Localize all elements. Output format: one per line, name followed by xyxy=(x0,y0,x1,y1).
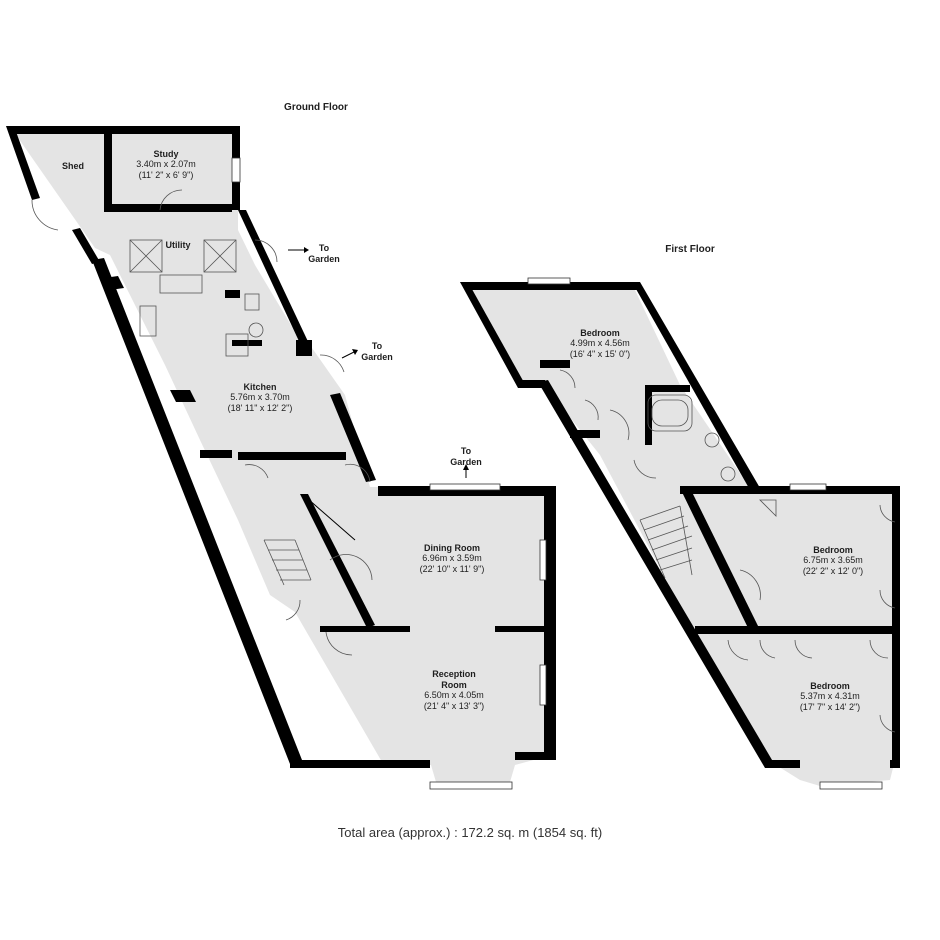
dining-dims-m: 6.96m x 3.59m xyxy=(422,553,482,563)
dining-label: Dining Room xyxy=(424,543,480,553)
bed2-dims-m: 6.75m x 3.65m xyxy=(803,555,863,565)
total-area: Total area (approx.) : 172.2 sq. m (1854… xyxy=(338,825,602,840)
first-outer-walls xyxy=(460,282,900,768)
kitchen-label: Kitchen xyxy=(243,382,276,392)
bed3-dims-ft: (17' 7" x 14' 2") xyxy=(800,702,860,712)
reception-dims-ft: (21' 4" x 13' 3") xyxy=(424,701,484,711)
ground-doors xyxy=(31,189,373,656)
study-dims-ft: (11' 2" x 6' 9") xyxy=(139,170,194,180)
bed3-label: Bedroom xyxy=(810,681,850,691)
skylight xyxy=(203,239,237,273)
ground-floor: Ground Floor Shed Study 3.40m x 2.07m (1… xyxy=(6,102,556,790)
bed1-window xyxy=(527,277,571,285)
study-label: Study xyxy=(153,149,178,159)
bed1-dims-m: 4.99m x 4.56m xyxy=(570,338,630,348)
dining-patio-door xyxy=(429,483,501,491)
garden-exit-2-line1: To xyxy=(372,341,383,351)
hob xyxy=(225,333,249,357)
garden-exit-3-line1: To xyxy=(461,446,472,456)
study-dims-m: 3.40m x 2.07m xyxy=(136,159,196,169)
dining-side-window xyxy=(539,539,547,581)
first-doors xyxy=(559,369,896,733)
basin-first xyxy=(704,432,720,448)
bathtub xyxy=(647,394,693,432)
bed2-window xyxy=(789,483,827,491)
garden-exit-3-line2: Garden xyxy=(450,457,482,467)
ground-stairs xyxy=(263,539,312,586)
reception-bay-window xyxy=(429,781,513,790)
bed2-label: Bedroom xyxy=(813,545,853,555)
first-fixtures xyxy=(639,394,777,579)
shed-label: Shed xyxy=(62,161,84,171)
worktop xyxy=(159,274,203,294)
kitchen-sink xyxy=(139,305,157,337)
utility-label: Utility xyxy=(165,240,190,250)
basin xyxy=(244,293,260,311)
garden-exit-1-line1: To xyxy=(319,243,330,253)
first-floor-title: First Floor xyxy=(665,244,715,255)
cupboard xyxy=(759,499,777,517)
bed3-dims-m: 5.37m x 4.31m xyxy=(800,691,860,701)
dining-dims-ft: (22' 10" x 11' 9") xyxy=(420,564,485,574)
reception-label-2: Room xyxy=(441,680,467,690)
kitchen-dims-m: 5.76m x 3.70m xyxy=(230,392,290,402)
reception-dims-m: 6.50m x 4.05m xyxy=(424,690,484,700)
reception-label-1: Reception xyxy=(432,669,476,679)
ground-fixtures xyxy=(129,239,312,586)
skylight xyxy=(129,239,163,273)
garden-exit-1-line2: Garden xyxy=(308,254,340,264)
garden-exit-2-line2: Garden xyxy=(361,352,393,362)
bed1-label: Bedroom xyxy=(580,328,620,338)
first-floor-area xyxy=(468,290,895,786)
reception-side-window xyxy=(539,664,547,706)
ground-arrows xyxy=(288,247,469,478)
first-floor: First Floor Bedroom 4.99m x 4.56m (16' 4… xyxy=(460,244,900,790)
first-stairs xyxy=(639,505,693,579)
bed3-bay-window xyxy=(819,781,883,790)
study-window xyxy=(231,157,241,183)
bed2-dims-ft: (22' 2" x 12' 0") xyxy=(803,566,863,576)
bed1-dims-ft: (16' 4" x 15' 0") xyxy=(570,349,630,359)
ground-outer-walls xyxy=(6,126,556,768)
ground-floor-title: Ground Floor xyxy=(284,102,348,113)
toilet-first xyxy=(720,466,736,482)
toilet xyxy=(248,322,264,338)
kitchen-dims-ft: (18' 11" x 12' 2") xyxy=(228,403,293,413)
